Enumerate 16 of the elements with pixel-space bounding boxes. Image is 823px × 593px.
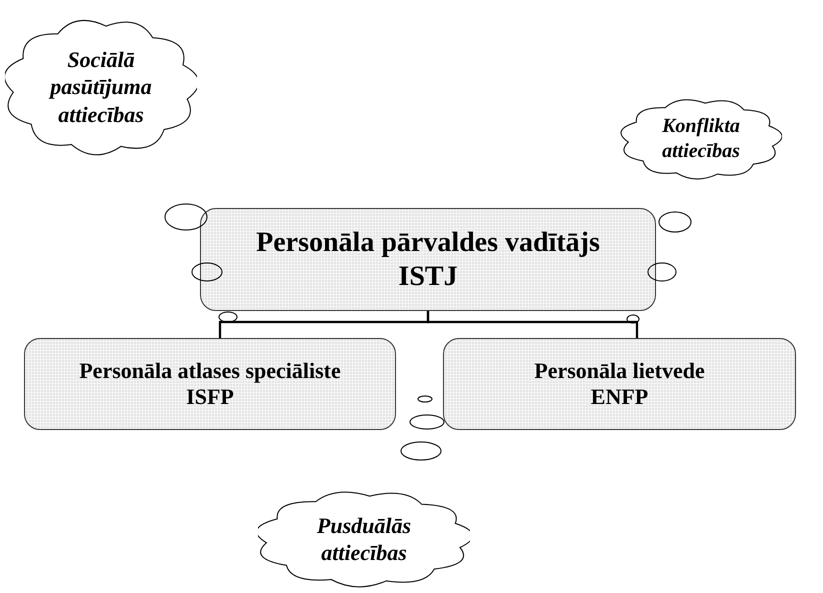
- node-text: ISTJ: [398, 260, 458, 294]
- role-box: [24, 338, 396, 430]
- role-box: [200, 208, 656, 311]
- relation-label: Pusduālās attiecības: [316, 512, 412, 566]
- node-text: Personāla lietvede: [534, 358, 705, 384]
- connector-line: [426, 311, 638, 338]
- node-text: ISFP: [186, 384, 234, 410]
- node-text: Personāla pārvaldes vadītājs: [256, 226, 600, 260]
- node-text: Personāla atlases speciāliste: [79, 358, 341, 384]
- node-text: ENFP: [590, 384, 648, 410]
- thought-cloud: [620, 99, 782, 180]
- role-box: [443, 338, 796, 430]
- relation-label: Konflikta attiecības: [661, 114, 741, 164]
- thought-cloud: [5, 20, 197, 156]
- thought-cloud: [258, 492, 470, 588]
- relation-label: Sociālā pasūtījuma attiecības: [48, 46, 153, 128]
